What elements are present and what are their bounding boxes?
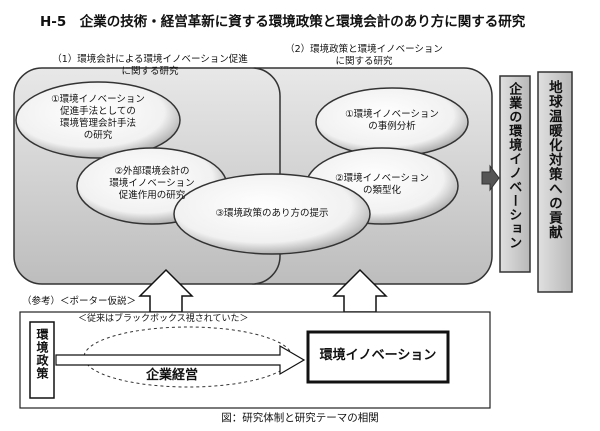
contribution-box	[537, 71, 573, 293]
ellipse-case-analysis-text: ①環境イノベーション の事例分析	[322, 109, 462, 133]
e1-line4: の研究	[83, 129, 113, 141]
arrow-to-innovation	[481, 164, 500, 192]
ellipse-typology-text: ②環境イノベーション の類型化	[312, 173, 452, 197]
page-title: H-5 企業の技術・経営革新に資する環境政策と環境会計のあり方に関する研究	[40, 14, 526, 30]
figure-caption: 図：研究体制と研究テーマの相関	[221, 412, 379, 424]
ellipse-external-accounting-text: ②外部環境会計の 環境イノベーション 促進作用の研究	[82, 166, 222, 202]
e2-line3: 促進作用の研究	[118, 189, 186, 201]
management-label: 企業経営	[146, 368, 199, 383]
innovation-box	[499, 75, 531, 273]
contribution-box-label: 地球温暖化対策への貢献	[545, 80, 562, 240]
env-policy-label: 環境政策	[35, 328, 49, 380]
blackbox-note: ＜従来はブラックボックス視されていた＞	[78, 314, 249, 324]
group2-label-line1: （2）環境政策と環境イノベーション	[285, 44, 443, 55]
arrow-up-left	[138, 268, 194, 313]
ellipse-policy-proposal-text: ③環境政策のあり方の提示	[182, 208, 362, 220]
arrow-policy-to-innovation	[55, 344, 306, 376]
ellipse-policy-proposal	[173, 173, 371, 255]
innovation-result-label: 環境イノベーション	[319, 348, 437, 363]
ellipse-env-accounting-methods-text: ①環境イノベーション 促進手法としての 環境管理会計手法 の研究	[26, 94, 170, 142]
arrow-up-right	[332, 268, 388, 313]
e4-line1: ①環境イノベーション	[345, 109, 439, 120]
e1-line3: 環境管理会計手法	[59, 117, 136, 129]
ellipse-env-accounting-methods	[15, 81, 181, 159]
group1-label-line2: に関する研究	[121, 65, 179, 77]
e1-line2: 促進手法としての	[60, 105, 136, 117]
e5-line1: ②環境イノベーション	[335, 173, 429, 184]
e1-line1: ①環境イノベーション	[51, 94, 145, 105]
group1-label-line1: （1）環境会計による環境イノベーション促進	[52, 54, 248, 65]
e2-line2: 環境イノベーション	[109, 177, 195, 189]
e5-line2: の類型化	[362, 184, 401, 196]
innovation-box-label: 企業の環境イノベーション	[506, 82, 522, 250]
env-policy-box	[29, 321, 55, 399]
e2-line1: ②外部環境会計の	[114, 166, 190, 177]
group2-label: （2）環境政策と環境イノベーション に関する研究	[256, 44, 472, 68]
e4-line2: の事例分析	[368, 120, 416, 132]
group2-label-line2: に関する研究	[335, 55, 393, 67]
porter-label: （参考）＜ポーター仮説＞	[22, 296, 137, 307]
e3-line1: ③環境政策のあり方の提示	[215, 208, 329, 219]
innovation-result-box	[306, 330, 450, 384]
group1-label: （1）環境会計による環境イノベーション促進 に関する研究	[20, 54, 280, 78]
